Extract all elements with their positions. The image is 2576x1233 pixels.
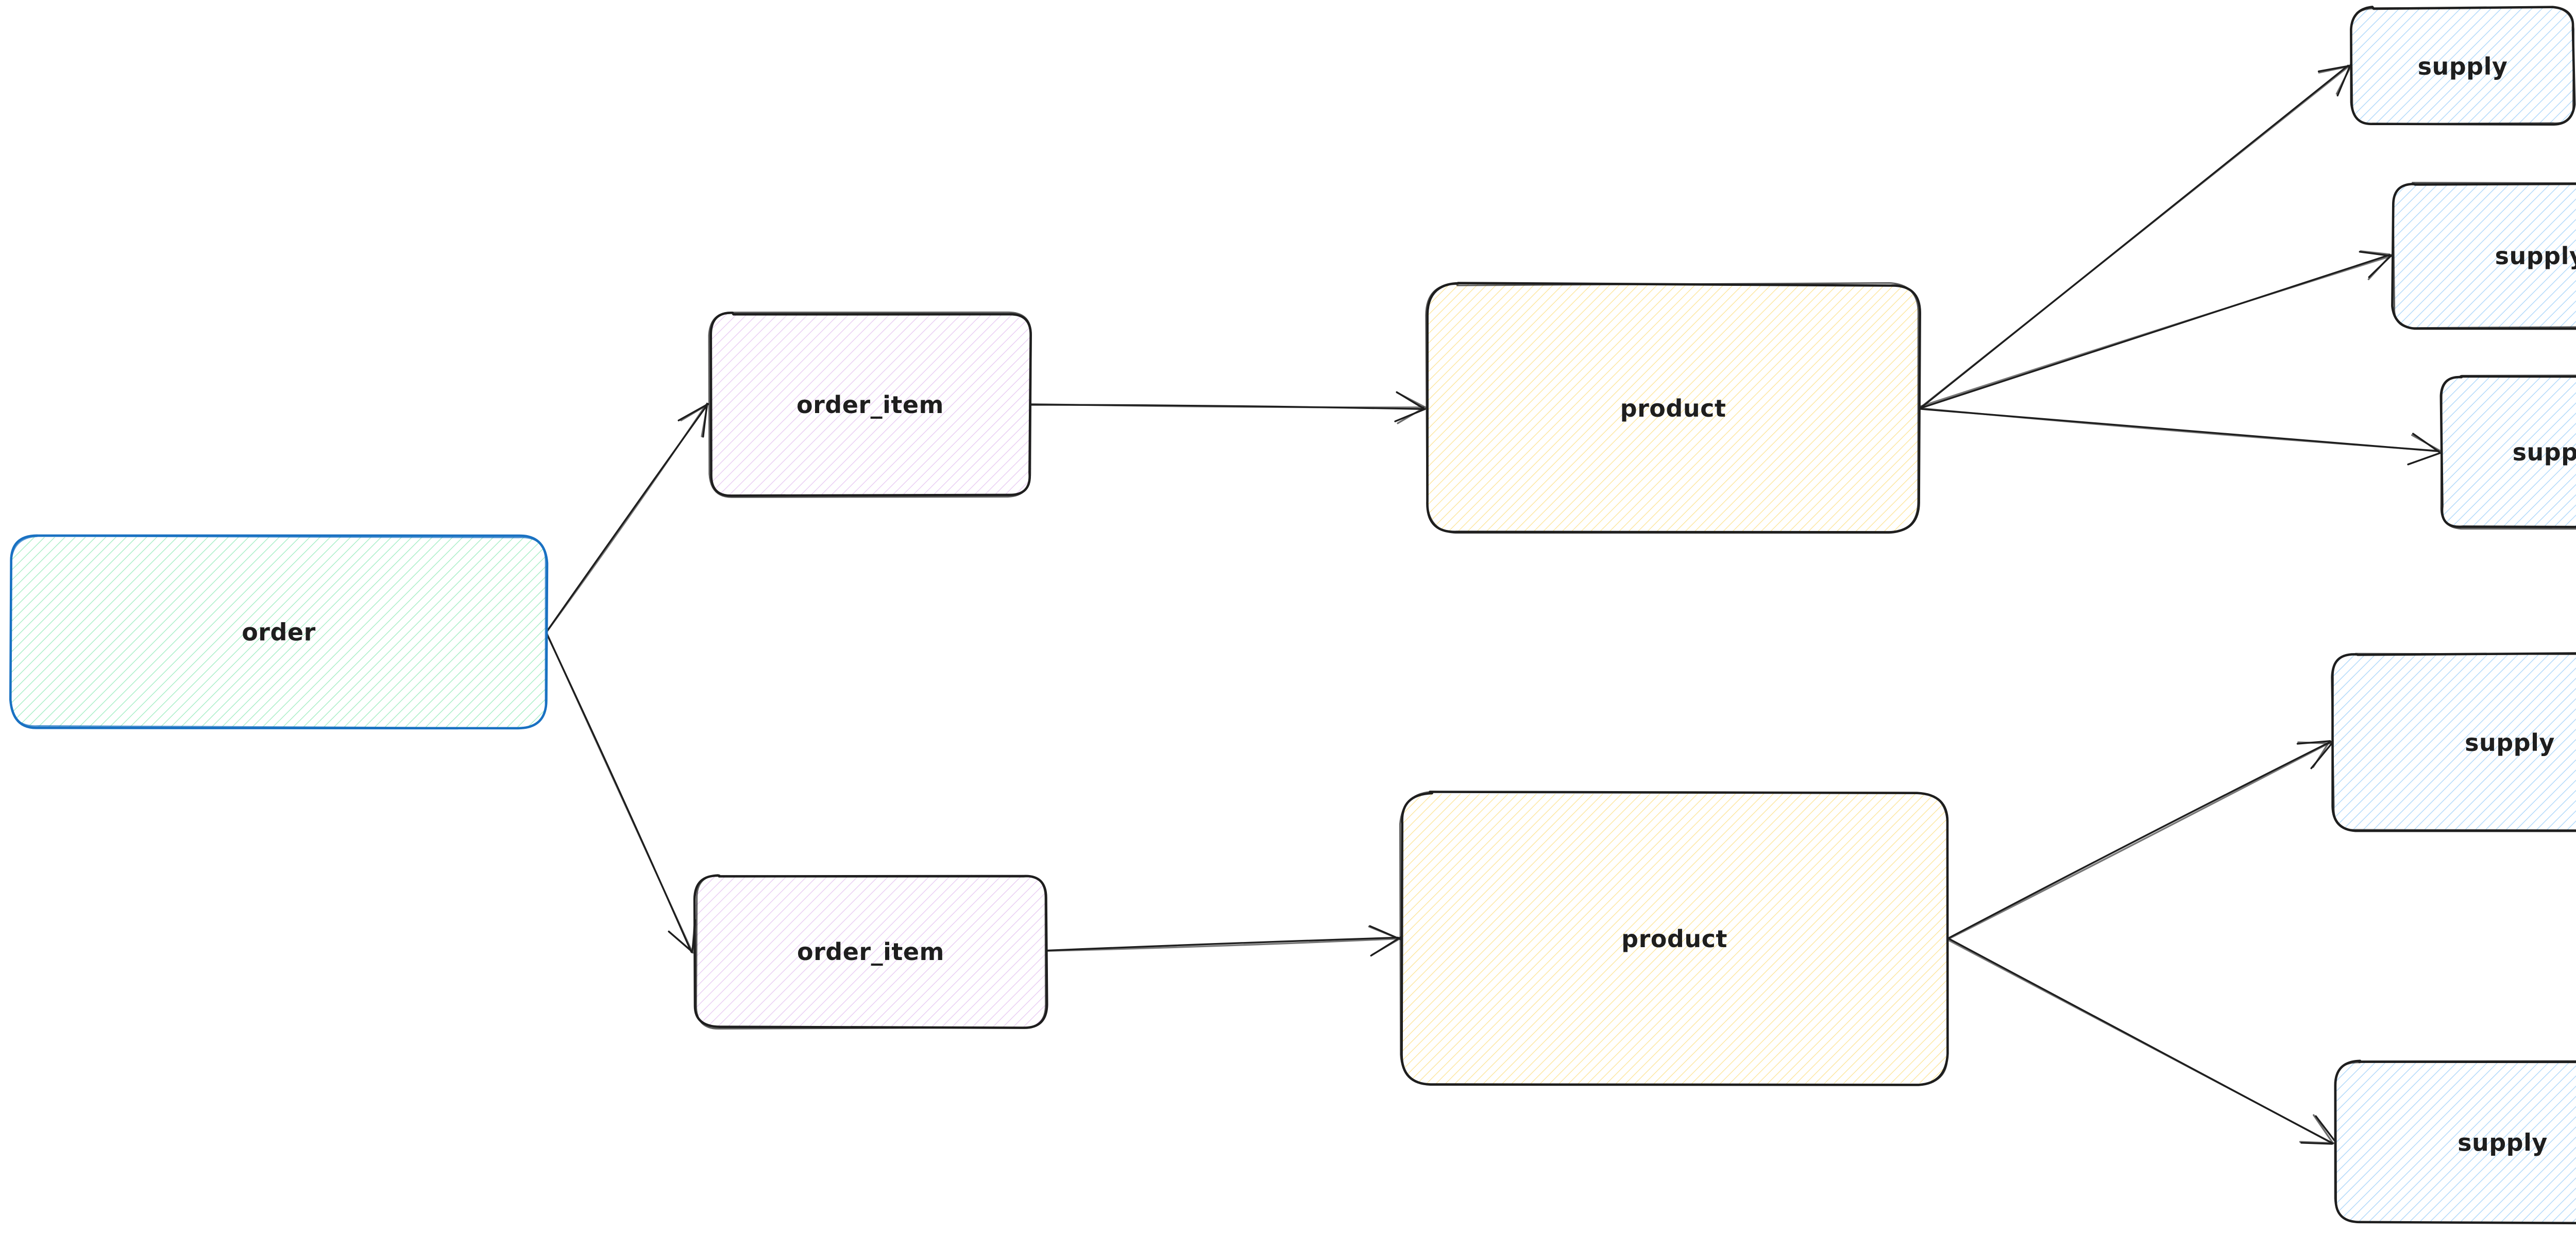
node-product_2[interactable]: product (1399, 791, 1949, 1086)
node-outline (695, 874, 1047, 1030)
edge-product_2-to-supply_5[interactable] (1946, 937, 2336, 1145)
edge-arrowhead (2407, 434, 2442, 466)
edge-line (1919, 407, 2439, 452)
node-outline (10, 535, 547, 729)
node-supply_3[interactable]: supply (2439, 374, 2576, 530)
node-order_item_1[interactable]: order_item (708, 311, 1032, 498)
edge-arrowhead (2318, 65, 2352, 95)
edge-line (1946, 938, 2334, 1144)
node-order[interactable]: order (9, 534, 549, 730)
node-hatch-fill (1401, 792, 1947, 1085)
node-hatch-fill (1427, 284, 1919, 532)
node-outline (1399, 791, 1948, 1086)
node-outline (2350, 6, 2575, 125)
node-outline (708, 311, 1032, 498)
edge-order_item_2-to-product_2[interactable] (1044, 925, 1402, 957)
edge-order-to-order_item_1[interactable] (545, 402, 709, 633)
edge-arrowhead (1396, 391, 1428, 424)
node-supply_4[interactable]: supply (2331, 652, 2576, 832)
edge-arrowhead (2360, 250, 2392, 280)
edge-arrowhead (680, 403, 709, 437)
edge-product_2-to-supply_4[interactable] (1947, 740, 2333, 940)
node-hatch-fill (2394, 183, 2576, 328)
edge-product_1-to-supply_2[interactable] (1917, 250, 2393, 410)
node-layer: orderorder_itemorder_itemproductproducts… (9, 6, 2576, 1225)
edge-product_1-to-supply_3[interactable] (1918, 407, 2442, 466)
edge-line (545, 631, 693, 952)
node-hatch-fill (2335, 1061, 2576, 1223)
edge-line (1947, 741, 2332, 940)
node-outline (2331, 653, 2576, 831)
edge-order-to-order_item_2[interactable] (545, 631, 697, 954)
node-product_1[interactable]: product (1425, 282, 1921, 534)
node-outline (2334, 1060, 2576, 1224)
edge-line (1044, 936, 1399, 952)
node-outline (1426, 282, 1921, 534)
edge-line (546, 404, 707, 633)
edge-line (1044, 937, 1399, 952)
node-hatch-fill (10, 536, 547, 728)
edge-arrowhead (1368, 926, 1400, 956)
node-supply_1[interactable]: supply (2350, 6, 2576, 126)
edge-arrowhead (668, 919, 697, 953)
edge-line (1947, 741, 2332, 939)
node-supply_5[interactable]: supply (2334, 1059, 2576, 1225)
edge-line (1919, 65, 2351, 409)
node-supply_2[interactable]: supply (2391, 182, 2576, 330)
edge-layer (545, 64, 2442, 1145)
edge-arrowhead (2297, 740, 2333, 768)
edge-line (1028, 403, 1425, 408)
node-hatch-fill (2332, 654, 2576, 831)
edge-order_item_1-to-product_1[interactable] (1028, 391, 1428, 424)
node-hatch-fill (695, 875, 1046, 1029)
node-hatch-fill (2441, 376, 2576, 528)
edge-arrowhead (2299, 1114, 2335, 1144)
node-outline (2440, 374, 2576, 530)
node-order_item_2[interactable]: order_item (693, 874, 1048, 1030)
edge-line (1917, 255, 2391, 408)
node-outline (2392, 182, 2576, 329)
node-outline (1425, 282, 1919, 534)
node-hatch-fill (2351, 7, 2574, 124)
node-hatch-fill (709, 313, 1031, 496)
edge-product_1-to-supply_1[interactable] (1918, 64, 2352, 410)
